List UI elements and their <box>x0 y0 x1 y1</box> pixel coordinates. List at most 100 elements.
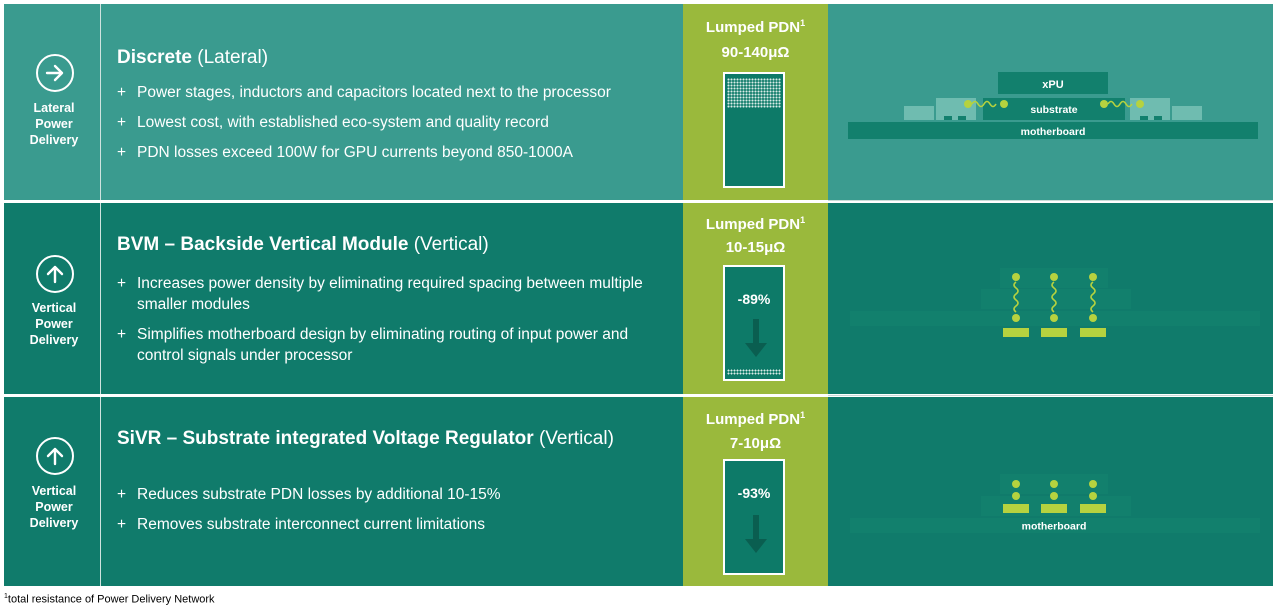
delivery-type-cell: Vertical Power Delivery <box>4 203 99 394</box>
pdn-value: 90-140μΩ <box>721 44 790 61</box>
pdn-label: Lumped PDN1 <box>705 18 806 36</box>
bullet-list: Reduces substrate PDN losses by addition… <box>117 484 677 544</box>
diagram-sivr: motherboard <box>828 466 1273 546</box>
dotted-fill <box>727 78 781 108</box>
title-rest: (Vertical) <box>533 428 614 449</box>
row-content: SiVR – Substrate integrated Voltage Regu… <box>101 397 681 586</box>
delivery-label-line: Vertical <box>31 301 77 315</box>
delivery-label-line: Power <box>35 500 73 514</box>
bullet-item: Power stages, inductors and capacitors l… <box>117 82 677 103</box>
title-bold: BVM – Backside Vertical Module <box>117 234 409 255</box>
motherboard-label: motherboard <box>1021 126 1086 138</box>
vertical-inductor <box>1012 273 1020 322</box>
reduction-percent: -93% <box>737 485 771 501</box>
arrow-up-circle-icon <box>36 255 74 293</box>
row-title: Discrete (Lateral) <box>117 47 268 69</box>
sivr-module <box>1080 504 1106 513</box>
divider <box>100 4 101 200</box>
down-arrow-icon <box>753 319 759 345</box>
pad <box>1154 116 1162 120</box>
bvm-module <box>1041 328 1067 337</box>
row-content: Discrete (Lateral) Power stages, inducto… <box>101 4 681 200</box>
lightning-icon <box>1089 492 1097 500</box>
pdn-resistance-bar <box>723 72 785 188</box>
lightning-icon <box>964 100 972 108</box>
down-arrow-head <box>745 539 767 553</box>
sivr-module <box>1003 504 1029 513</box>
separator-line <box>828 200 1273 201</box>
bullet-item: Removes substrate interconnect current l… <box>117 514 677 535</box>
pdn-value: 10-15μΩ <box>725 239 786 256</box>
footnote: 1total resistance of Power Delivery Netw… <box>4 593 215 606</box>
lateral-pdn-diagram: xPU substrate motherboard <box>848 72 1258 139</box>
bullet-list: Power stages, inductors and capacitors l… <box>117 82 677 172</box>
arrow-right-circle-icon <box>36 54 74 92</box>
sivr-module <box>1041 504 1067 513</box>
title-bold: SiVR – Substrate integrated Voltage Regu… <box>117 428 534 449</box>
sivr-pdn-diagram: motherboard <box>850 474 1260 533</box>
right-power-stage <box>1130 98 1170 120</box>
lightning-icon <box>1136 100 1144 108</box>
pdn-resistance-bar: -89% <box>723 265 785 381</box>
delivery-label-line: Delivery <box>29 133 79 147</box>
dotted-fill <box>727 369 781 375</box>
diagram-lateral: xPU substrate motherboard <box>828 60 1273 150</box>
row-content: BVM – Backside Vertical Module (Vertical… <box>101 203 681 394</box>
vertical-inductor <box>1050 273 1058 322</box>
vertical-inductor <box>1089 273 1097 322</box>
bullet-item: Simplifies motherboard design by elimina… <box>117 324 677 366</box>
bvm-module <box>1003 328 1029 337</box>
lightning-icon <box>1089 480 1097 488</box>
delivery-type-cell: Vertical Power Delivery <box>4 397 99 586</box>
substrate-layer <box>983 98 1125 120</box>
substrate-label: substrate <box>1030 104 1077 116</box>
divider <box>100 397 101 586</box>
bullet-list: Increases power density by eliminating r… <box>117 273 677 375</box>
down-arrow-head <box>745 343 767 357</box>
pdn-resistance-bar: -93% <box>723 459 785 575</box>
title-bold: Discrete <box>117 47 192 68</box>
bvm-module <box>1080 328 1106 337</box>
pdn-cell: Lumped PDN1 10-15μΩ -89% <box>683 203 828 394</box>
separator-line <box>828 395 1273 396</box>
motherboard-layer <box>850 518 1260 533</box>
bullet-item: Reduces substrate PDN losses by addition… <box>117 484 677 505</box>
delivery-label-line: Power <box>35 117 73 131</box>
lightning-icon <box>1050 480 1058 488</box>
bullet-item: Lowest cost, with established eco-system… <box>117 112 677 133</box>
delivery-label-line: Delivery <box>29 333 79 347</box>
motherboard-label: motherboard <box>1022 521 1087 533</box>
pdn-label: Lumped PDN1 <box>705 215 806 233</box>
inductor-coil-icon <box>1107 100 1133 108</box>
lightning-icon <box>1000 100 1008 108</box>
title-rest: (Lateral) <box>192 47 269 68</box>
delivery-label-line: Vertical <box>31 484 77 498</box>
inductor-coil-icon <box>971 100 997 108</box>
xpu-chip <box>998 72 1108 94</box>
left-capacitor <box>904 106 934 120</box>
divider <box>100 203 101 394</box>
lightning-icon <box>1012 492 1020 500</box>
motherboard-layer <box>848 122 1258 139</box>
pdn-label: Lumped PDN1 <box>705 410 806 428</box>
pdn-cell: Lumped PDN1 7-10μΩ -93% <box>683 397 828 586</box>
bullet-item: PDN losses exceed 100W for GPU currents … <box>117 142 677 163</box>
pad <box>1140 116 1148 120</box>
footnote-text: total resistance of Power Delivery Netwo… <box>7 593 215 606</box>
footnote-marker: 1 <box>4 593 8 600</box>
delivery-label-line: Lateral <box>33 101 75 115</box>
lightning-icon <box>1050 492 1058 500</box>
row-title: SiVR – Substrate integrated Voltage Regu… <box>117 428 614 450</box>
diagram-bvm <box>828 260 1273 350</box>
lightning-icon <box>1100 100 1108 108</box>
pdn-cell: Lumped PDN1 90-140μΩ <box>683 4 828 200</box>
title-rest: (Vertical) <box>408 234 489 255</box>
row-title: BVM – Backside Vertical Module (Vertical… <box>117 234 489 256</box>
pdn-value: 7-10μΩ <box>729 435 782 452</box>
reduction-percent: -89% <box>737 291 771 307</box>
pad <box>958 116 966 120</box>
down-arrow-icon <box>753 515 759 541</box>
delivery-label-line: Delivery <box>29 516 79 530</box>
lightning-icon <box>1012 480 1020 488</box>
right-capacitor <box>1172 106 1202 120</box>
